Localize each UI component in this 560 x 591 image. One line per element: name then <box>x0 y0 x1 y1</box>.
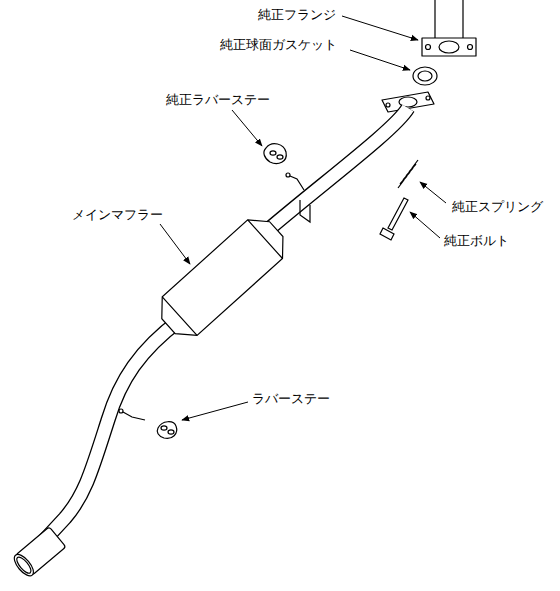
part-label: メインマフラー <box>70 207 165 223</box>
part-label: ラバーステー <box>250 391 332 407</box>
part-label: 純正スプリング <box>450 199 545 215</box>
part-label: 純正フランジ <box>256 7 338 23</box>
part-label: 純正ラバーステー <box>164 92 272 108</box>
part-label: 純正ボルト <box>442 233 511 249</box>
part-label: 純正球面ガスケット <box>218 37 339 53</box>
